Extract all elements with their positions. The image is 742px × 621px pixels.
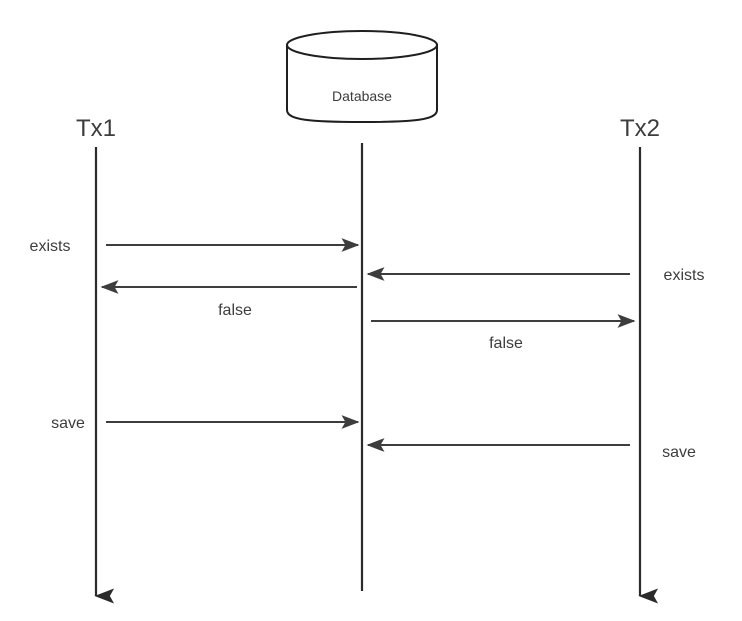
message-save-tx1-to-db: save [51,415,360,432]
message-label-exists-tx1: exists [30,238,71,255]
message-exists-tx1-to-db: exists [30,238,360,255]
message-label-exists-tx2: exists [664,267,705,284]
message-false-db-to-tx2: false [371,314,636,352]
message-label-save-tx2: save [662,444,696,461]
message-label-save-tx1: save [51,415,85,432]
message-false-db-to-tx1: false [100,280,357,319]
message-save-tx2-to-db: save [366,438,696,461]
database-node: Database [286,30,438,124]
participant-label-tx2: Tx2 [620,115,660,142]
participant-label-tx1: Tx1 [76,115,116,142]
database-label: Database [332,88,392,104]
database-cylinder-body [286,44,438,124]
message-label-false-tx1: false [218,302,252,319]
database-cylinder-top [286,30,438,60]
message-label-false-tx2: false [489,335,523,352]
message-exists-tx2-to-db: exists [366,267,705,284]
